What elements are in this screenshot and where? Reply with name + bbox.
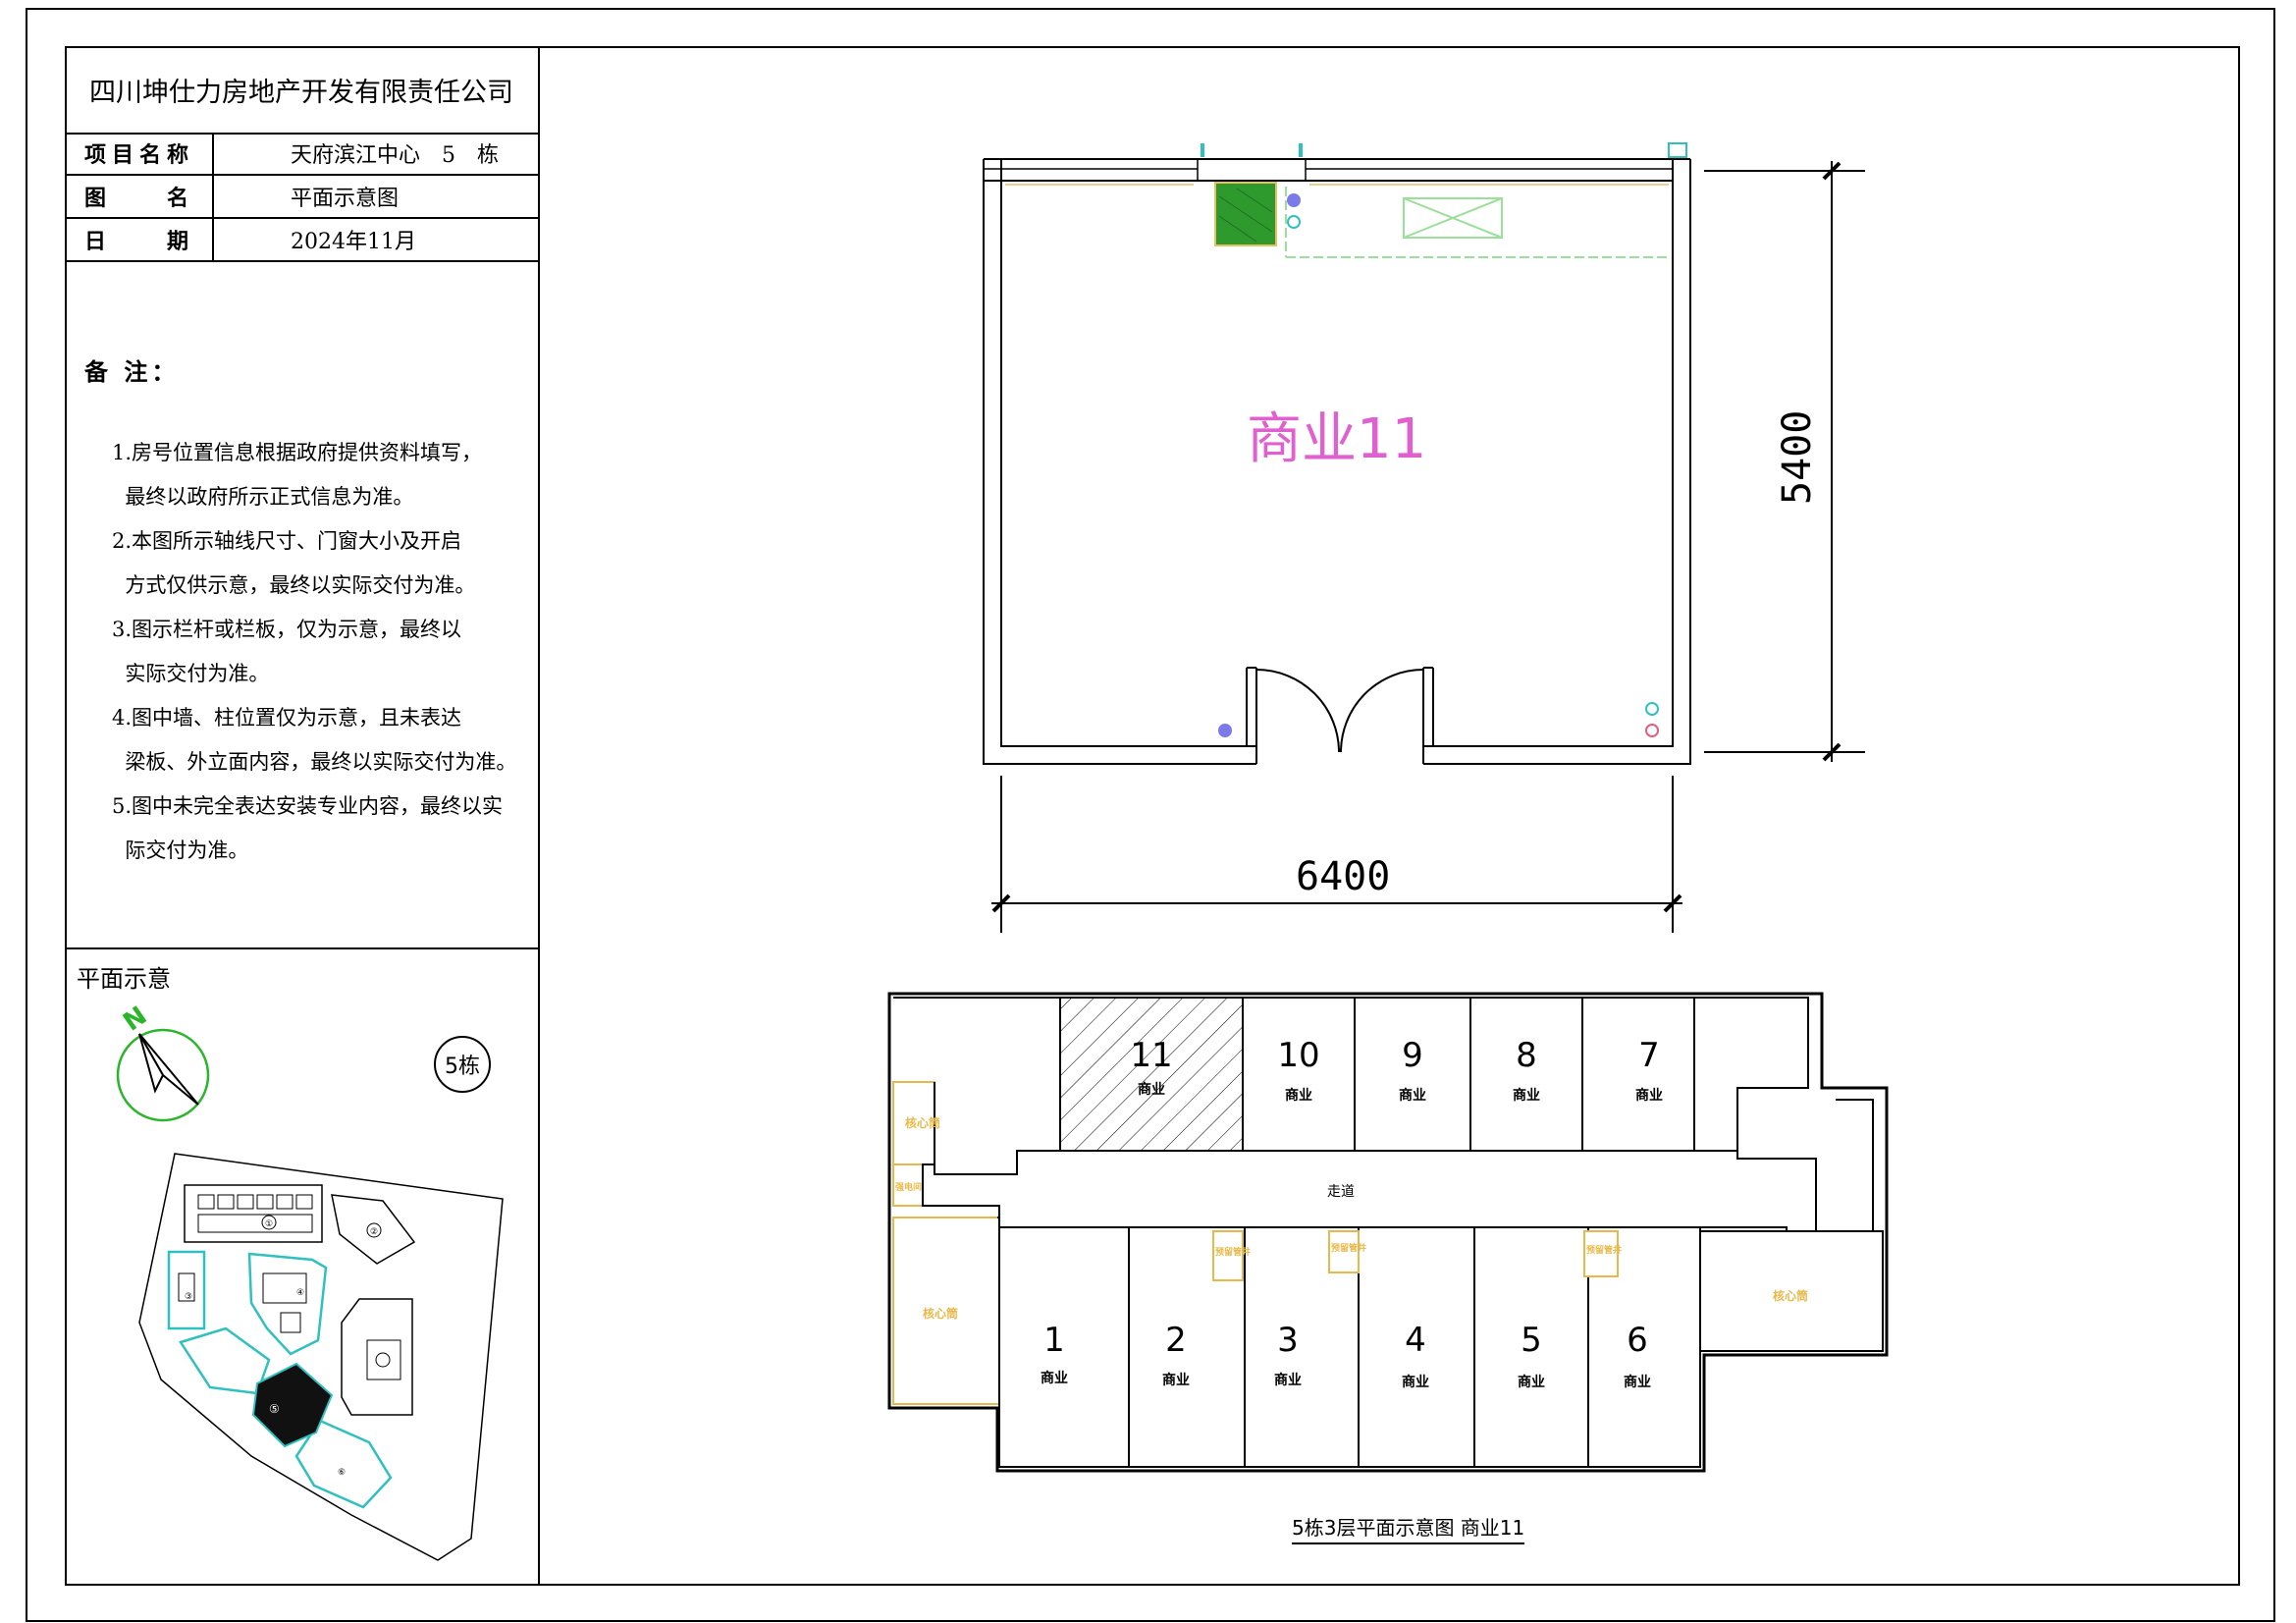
unit-type: 商业 xyxy=(1274,1372,1302,1388)
room-label: 商业11 xyxy=(1247,407,1426,471)
unit-number-2: 2 xyxy=(1165,1321,1187,1360)
unit-type: 商业 xyxy=(1402,1374,1429,1390)
building-number: ② xyxy=(370,1227,378,1237)
company-name: 四川坤仕力房地产开发有限责任公司 xyxy=(65,46,538,135)
unit-type: 商业 xyxy=(1518,1374,1545,1390)
drawing-name-row: 图 名 平面示意图 xyxy=(65,176,538,219)
note-line: 方式仅供示意，最终以实际交付为准。 xyxy=(112,573,476,597)
unit-type: 商业 xyxy=(1624,1374,1651,1390)
unit-number-11: 11 xyxy=(1130,1036,1172,1075)
height-dimension: 5400 xyxy=(1775,410,1820,505)
shaft-label: 预留管井 xyxy=(1215,1246,1251,1258)
unit-number-10: 10 xyxy=(1277,1036,1319,1075)
unit-number-6: 6 xyxy=(1627,1321,1648,1360)
unit-type: 商业 xyxy=(1138,1081,1165,1098)
unit-type: 商业 xyxy=(1162,1372,1190,1388)
core-label: 核心筒 xyxy=(1773,1288,1808,1303)
unit-type: 商业 xyxy=(1635,1087,1663,1104)
north-arrow-icon: N xyxy=(116,1001,210,1122)
note-line: 5.图中未完全表达安装专业内容，最终以实 xyxy=(112,794,504,818)
unit-type: 商业 xyxy=(1041,1370,1068,1386)
project-value: 天府滨江中心 5 栋 xyxy=(291,143,499,168)
core-label: 核心筒 xyxy=(923,1306,958,1321)
drawing-frame-inner xyxy=(65,46,2240,1586)
building-number: ③ xyxy=(185,1292,192,1302)
width-dimension: 6400 xyxy=(1296,854,1390,899)
note-line: 实际交付为准。 xyxy=(112,662,270,685)
shaft-label: 预留管井 xyxy=(1586,1244,1622,1256)
building-number: ① xyxy=(265,1219,273,1229)
drawing-frame-outer xyxy=(26,8,2275,1622)
title-panel: 四川坤仕力房地产开发有限责任公司 项目名称 天府滨江中心 5 栋 图 名 平面示… xyxy=(65,46,540,1586)
project-label: 项目名称 xyxy=(65,133,214,174)
project-row: 项目名称 天府滨江中心 5 栋 xyxy=(65,133,538,176)
note-line: 3.图示栏杆或栏板，仅为示意，最终以 xyxy=(112,618,462,641)
unit-type: 商业 xyxy=(1513,1087,1540,1104)
electrical-room-label: 强电间 xyxy=(895,1181,922,1193)
notes-separator xyxy=(65,947,538,949)
date-value: 2024年11月 xyxy=(291,230,416,254)
date-label: 日 期 xyxy=(65,219,214,260)
notes-list: 1.房号位置信息根据政府提供资料填写， 最终以政府所示正式信息为准。 2.本图所… xyxy=(112,431,534,873)
corridor-label: 走道 xyxy=(1327,1184,1355,1200)
building-tag: 5栋 xyxy=(434,1036,491,1093)
note-line: 4.图中墙、柱位置仅为示意，且未表达 xyxy=(112,706,462,730)
unit-number-3: 3 xyxy=(1277,1321,1299,1360)
core-label: 核心筒 xyxy=(905,1115,940,1130)
shaft-label: 预留管井 xyxy=(1331,1242,1366,1254)
notes-title: 备 注： xyxy=(84,357,180,386)
unit-number-1: 1 xyxy=(1043,1321,1065,1360)
note-line: 际交付为准。 xyxy=(112,839,249,862)
drawing-name-value: 平面示意图 xyxy=(291,187,400,211)
unit-number-4: 4 xyxy=(1405,1321,1426,1360)
unit-number-8: 8 xyxy=(1516,1036,1537,1075)
unit-number-7: 7 xyxy=(1638,1036,1660,1075)
drawing-name-label: 图 名 xyxy=(65,176,214,217)
unit-type: 商业 xyxy=(1285,1087,1312,1104)
building-number: ④ xyxy=(296,1288,304,1298)
site-plan-label: 平面示意 xyxy=(77,965,171,993)
note-line: 2.本图所示轴线尺寸、门窗大小及开启 xyxy=(112,529,462,553)
unit-type: 商业 xyxy=(1399,1087,1426,1104)
site-plan: ① ② ③ ④ ⑤ ⑥ xyxy=(138,1153,504,1561)
floor-plan-caption: 5栋3层平面示意图 商业11 xyxy=(1292,1512,1525,1544)
date-row: 日 期 2024年11月 xyxy=(65,219,538,262)
floor-plan: 核心筒 强电间 核心筒 核心筒 预留管井 预留管井 预留管井 走道 11 10 … xyxy=(887,992,1889,1473)
note-line: 1.房号位置信息根据政府提供资料填写， xyxy=(112,441,483,464)
building-number: ⑤ xyxy=(269,1402,280,1416)
building-number: ⑥ xyxy=(338,1468,346,1478)
note-line: 最终以政府所示正式信息为准。 xyxy=(112,485,414,509)
unit-number-9: 9 xyxy=(1402,1036,1423,1075)
unit-plan: 商业11 6400 5400 xyxy=(983,142,1865,933)
unit-number-5: 5 xyxy=(1521,1321,1542,1360)
note-line: 梁板、外立面内容，最终以实际交付为准。 xyxy=(112,750,517,774)
